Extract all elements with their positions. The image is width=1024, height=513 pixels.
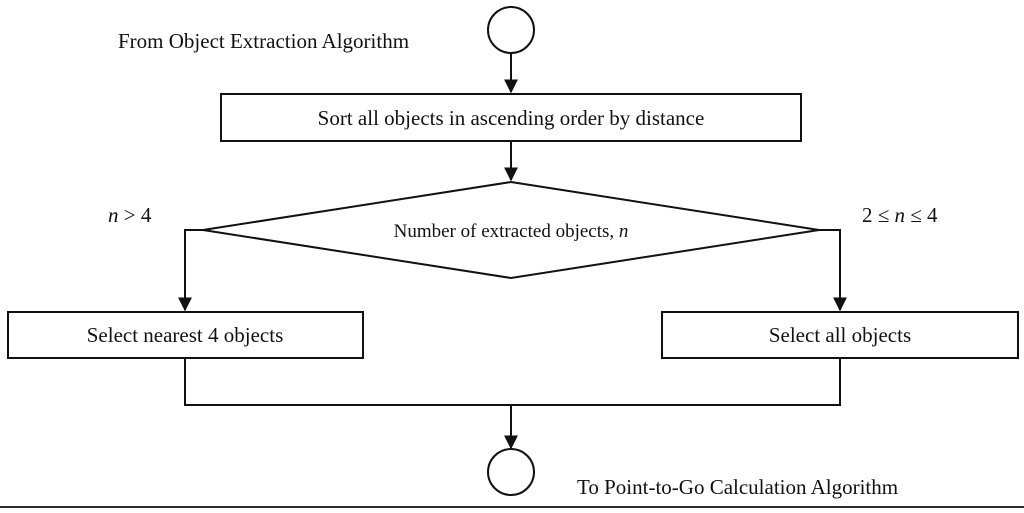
decision-text: Number of extracted objects, [394,221,619,242]
end-terminal [487,448,535,496]
left-condition-text: > 4 [119,203,152,227]
start-label: From Object Extraction Algorithm [118,29,409,53]
right-branch-condition: 2 ≤ n ≤ 4 [862,203,938,227]
decision-variable: n [619,221,629,242]
decision-diamond [202,180,820,280]
decision-label: Number of extracted objects, n [394,221,629,242]
arrow-decision-to-left [178,229,203,312]
right-condition-pre: 2 ≤ [862,203,895,227]
start-terminal [487,6,535,54]
left-condition-variable: n [108,203,119,227]
merge-connector [184,358,841,406]
arrow-decision-to-right [819,229,847,312]
right-action-label: Select all objects [769,323,911,347]
left-branch-condition: n > 4 [108,203,152,227]
left-action-label: Select nearest 4 objects [87,323,284,347]
right-condition-post: ≤ 4 [905,203,938,227]
end-label: To Point-to-Go Calculation Algorithm [577,475,898,499]
sort-process-label: Sort all objects in ascending order by d… [318,106,705,130]
bottom-border [0,506,1024,508]
right-condition-variable: n [895,203,906,227]
left-action-box [7,311,364,359]
